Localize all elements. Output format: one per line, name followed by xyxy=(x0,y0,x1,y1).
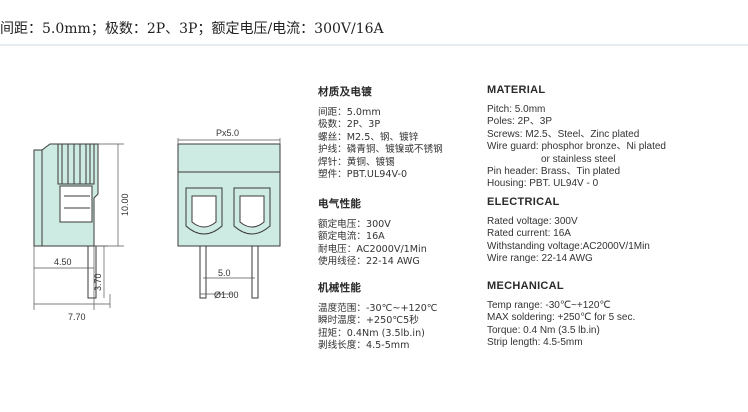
en-material-line: Wire guard: phosphor bronze、Ni plated xyxy=(487,141,666,153)
en-mechanical-section: MECHANICAL Temp range: -30℃~+120℃ MAX so… xyxy=(487,280,635,350)
cn-mechanical-line: 瞬时温度：+250℃5秒 xyxy=(318,315,419,327)
en-electrical-line: Withstanding voltage:AC2000V/1Min xyxy=(487,240,650,252)
en-electrical-line: Wire range: 22-14 AWG xyxy=(487,253,593,265)
cn-electrical-line: 使用线径：22-14 AWG xyxy=(318,256,420,268)
cn-material-line: 间距：5.0mm xyxy=(318,107,381,118)
height-dim-label: 10.00 xyxy=(120,193,130,216)
pitch-label: Px5.0 xyxy=(216,128,239,138)
cn-material-line: 塑件：PBT.UL94V-0 xyxy=(318,169,408,181)
terminal-block-drawing: 10.00 4.50 3.70 7.70 Px5.0 5.0 Ø1.00 xyxy=(33,128,281,322)
pin-diameter-label: Ø1.00 xyxy=(214,290,239,300)
en-mechanical-line: Temp range: -30℃~+120℃ xyxy=(487,300,611,311)
side-view-dimensions xyxy=(33,143,124,310)
spec-summary: 间距：5.0mm；极数：2P、3P；额定电压/电流：300V/16A xyxy=(0,21,384,37)
width-dim-label: 7.70 xyxy=(68,312,86,322)
en-electrical-line: Rated current: 16A xyxy=(487,228,571,240)
header-divider xyxy=(0,44,748,46)
spec-header: 间距：5.0mm；极数：2P、3P；额定电压/电流：300V/16A xyxy=(0,0,748,46)
front-pin-left xyxy=(199,245,207,299)
en-electrical-title: ELECTRICAL xyxy=(487,196,560,208)
cn-mechanical-line: 扭矩：0.4Nm (3.5lb.in) xyxy=(318,327,425,339)
cn-material-section: 材质及电镀 间距：5.0mm 极数：2P、3P 螺丝：M2.5、钢、镀锌 护线：… xyxy=(318,84,443,181)
pin-length-dim-label: 3.70 xyxy=(93,273,103,291)
cn-electrical-line: 额定电压：300V xyxy=(318,219,391,230)
cn-mechanical-title: 机械性能 xyxy=(318,282,362,294)
side-view-pin xyxy=(87,245,97,299)
cn-electrical-title: 电气性能 xyxy=(318,198,362,210)
en-material-line: Housing: PBT. UL94V - 0 xyxy=(487,178,599,190)
cn-electrical-line: 耐电压：AC2000V/1Min xyxy=(318,243,427,255)
cn-mechanical-section: 机械性能 温度范围：-30℃~+120℃ 瞬时温度：+250℃5秒 扭矩：0.4… xyxy=(318,280,438,353)
spacing-label: 5.0 xyxy=(218,268,231,278)
cn-electrical-section: 电气性能 额定电压：300V 额定电流：16A 耐电压：AC2000V/1Min… xyxy=(318,196,427,269)
en-electrical-line: Rated voltage: 300V xyxy=(487,216,578,227)
depth-dim-label: 4.50 xyxy=(54,257,72,267)
side-view xyxy=(33,143,99,299)
front-view-dimensions xyxy=(177,138,281,295)
side-view-screw xyxy=(57,143,95,185)
side-view-wire-clamp xyxy=(59,185,93,223)
cn-mechanical-line: 剥线长度：4.5-5mm xyxy=(318,340,410,352)
en-mechanical-line: Strip length: 4.5-5mm xyxy=(487,337,583,349)
front-view-top xyxy=(177,143,281,173)
cn-material-title: 材质及电镀 xyxy=(318,86,372,98)
cn-electrical-line: 额定电流：16A xyxy=(318,231,385,243)
en-material-line: Screws: M2.5、Steel、Zinc plated xyxy=(487,128,640,140)
cn-material-line: 焊针：黄铜、镀锡 xyxy=(318,156,395,168)
en-material-line: Pitch: 5.0mm xyxy=(487,104,546,115)
en-mechanical-line: Torque: 0.4 Nm (3.5 lb.in) xyxy=(487,324,600,336)
cn-material-line: 螺丝：M2.5、钢、镀锌 xyxy=(318,131,419,143)
en-material-line: or stainless steel xyxy=(541,153,616,165)
en-mechanical-line: MAX soldering: +250℃ for 5 sec. xyxy=(487,312,636,324)
cn-material-line: 护线：磷青铜、镀镍或不锈钢 xyxy=(318,144,443,156)
en-material-section: MATERIAL Pitch: 5.0mm Poles: 2P、3P Screw… xyxy=(487,84,666,191)
en-electrical-section: ELECTRICAL Rated voltage: 300V Rated cur… xyxy=(487,196,650,266)
front-view xyxy=(177,143,281,299)
en-material-line: Poles: 2P、3P xyxy=(487,116,553,128)
en-material-title: MATERIAL xyxy=(487,84,546,96)
cn-material-line: 极数：2P、3P xyxy=(318,119,381,131)
front-pin-right xyxy=(251,245,259,299)
cn-mechanical-line: 温度范围：-30℃~+120℃ xyxy=(318,303,438,314)
en-material-line: Pin header: Brass、Tin plated xyxy=(487,166,621,178)
en-mechanical-title: MECHANICAL xyxy=(487,280,564,292)
